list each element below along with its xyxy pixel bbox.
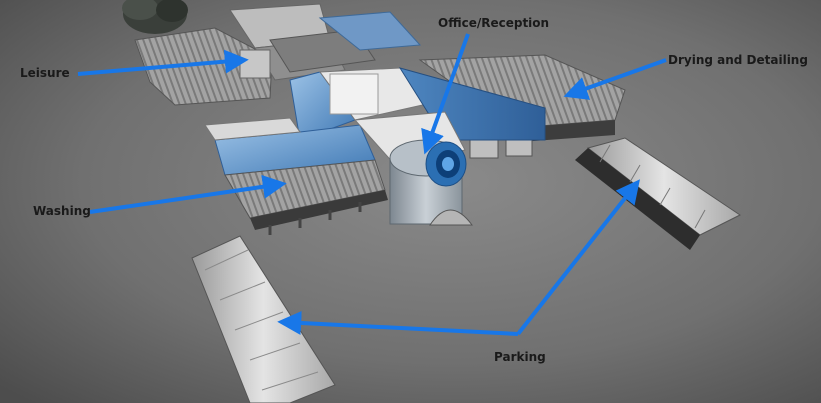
washing-building [224,159,388,235]
leisure-label: Leisure [20,66,70,80]
washing-label: Washing [33,204,91,218]
washing-arrow [89,174,287,214]
drying-arrow [563,58,667,100]
office-reception-label: Office/Reception [438,16,550,30]
parking-label: Parking [494,350,546,364]
parking-arrow-right [516,179,640,336]
rear-blue-roof [318,11,422,51]
parking-arrow-left [277,310,519,336]
leisure-arrow [77,49,249,76]
office-reception-tower [389,139,473,226]
office-arrow [421,33,470,155]
parking-canopy-left [191,235,336,403]
drying-detailing-label: Drying and Detailing [668,53,808,67]
tree [122,0,188,34]
